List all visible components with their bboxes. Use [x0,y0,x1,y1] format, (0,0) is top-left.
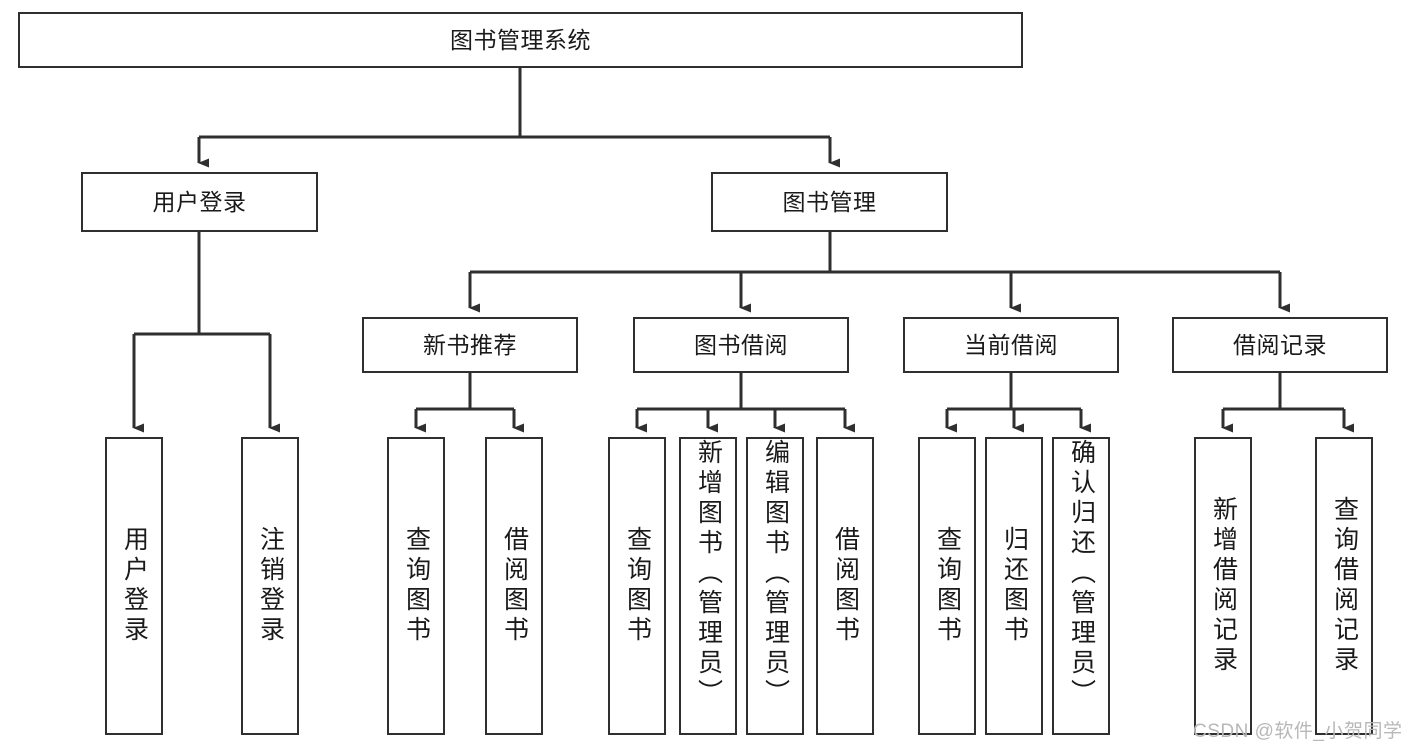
node-leaf-add-borrow-record[interactable]: 新增借阅记录 [1194,437,1252,735]
node-book-management-label: 图书管理 [782,188,877,215]
node-borrow-record-label: 借阅记录 [1233,331,1327,358]
node-leaf-return-book-label: 归还图书 [1000,526,1029,646]
node-book-borrow[interactable]: 图书借阅 [633,317,849,373]
node-leaf-return-book[interactable]: 归还图书 [985,437,1043,735]
node-new-book-recommend[interactable]: 新书推荐 [362,317,578,373]
node-leaf-query-borrow-record[interactable]: 查询借阅记录 [1315,437,1373,735]
node-leaf-user-login-label: 用户登录 [120,526,149,646]
node-leaf-query-book-bo-label: 查询图书 [623,526,652,646]
node-borrow-record[interactable]: 借阅记录 [1172,317,1388,373]
node-leaf-query-borrow-record-label: 查询借阅记录 [1330,496,1359,676]
node-leaf-edit-book-admin[interactable]: 编辑图书（管理员） [746,437,804,735]
node-leaf-query-book-cu-label: 查询图书 [933,526,962,646]
node-leaf-add-book-admin-label: 新增图书（管理员） [694,439,723,709]
node-leaf-logout[interactable]: 注销登录 [241,437,299,735]
node-user-login[interactable]: 用户登录 [81,172,318,232]
node-current-borrow[interactable]: 当前借阅 [903,317,1119,373]
node-user-login-label: 用户登录 [152,188,247,215]
node-leaf-query-book-nb[interactable]: 查询图书 [387,437,445,735]
node-leaf-logout-label: 注销登录 [256,526,285,646]
node-new-book-recommend-label: 新书推荐 [423,331,517,358]
node-book-borrow-label: 图书借阅 [694,331,788,358]
node-current-borrow-label: 当前借阅 [964,331,1058,358]
node-leaf-edit-book-admin-label: 编辑图书（管理员） [761,439,790,709]
watermark: CSDN @软件_小贺同学 [1193,721,1403,742]
node-root[interactable]: 图书管理系统 [18,12,1023,68]
node-leaf-borrow-book-bo-label: 借阅图书 [831,526,860,646]
node-leaf-query-book-nb-label: 查询图书 [402,526,431,646]
node-root-label: 图书管理系统 [450,26,591,53]
node-leaf-borrow-book-nb[interactable]: 借阅图书 [485,437,543,735]
node-leaf-query-book-bo[interactable]: 查询图书 [608,437,666,735]
node-leaf-confirm-return-admin[interactable]: 确认归还（管理员） [1052,437,1110,735]
node-leaf-user-login[interactable]: 用户登录 [105,437,163,735]
node-leaf-query-book-cu[interactable]: 查询图书 [918,437,976,735]
node-book-management[interactable]: 图书管理 [711,172,948,232]
node-leaf-add-borrow-record-label: 新增借阅记录 [1209,496,1238,676]
node-leaf-confirm-return-admin-label: 确认归还（管理员） [1067,439,1096,709]
node-leaf-add-book-admin[interactable]: 新增图书（管理员） [679,437,737,735]
node-leaf-borrow-book-nb-label: 借阅图书 [500,526,529,646]
node-leaf-borrow-book-bo[interactable]: 借阅图书 [816,437,874,735]
